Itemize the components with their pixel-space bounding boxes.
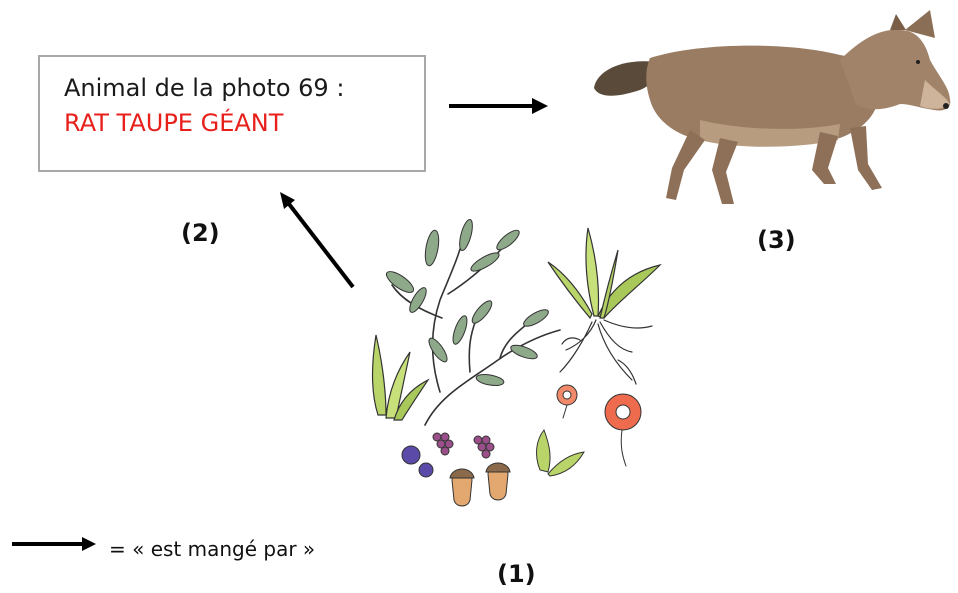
legend-arrow-icon — [12, 537, 96, 551]
plums — [402, 446, 433, 477]
grapes — [433, 433, 494, 458]
bottom-leaves — [537, 430, 584, 476]
large-flower — [605, 394, 641, 466]
coyote-illustration — [594, 10, 950, 204]
plants-and-seeds-illustration — [373, 218, 661, 506]
small-flower — [557, 385, 577, 418]
acorns — [450, 463, 510, 506]
grass-with-roots — [548, 228, 660, 384]
arrow-plants-to-box — [280, 192, 353, 287]
grass-tuft-left — [373, 335, 429, 420]
arrow-box-to-predator — [449, 98, 548, 114]
twig-leaves — [383, 218, 550, 387]
